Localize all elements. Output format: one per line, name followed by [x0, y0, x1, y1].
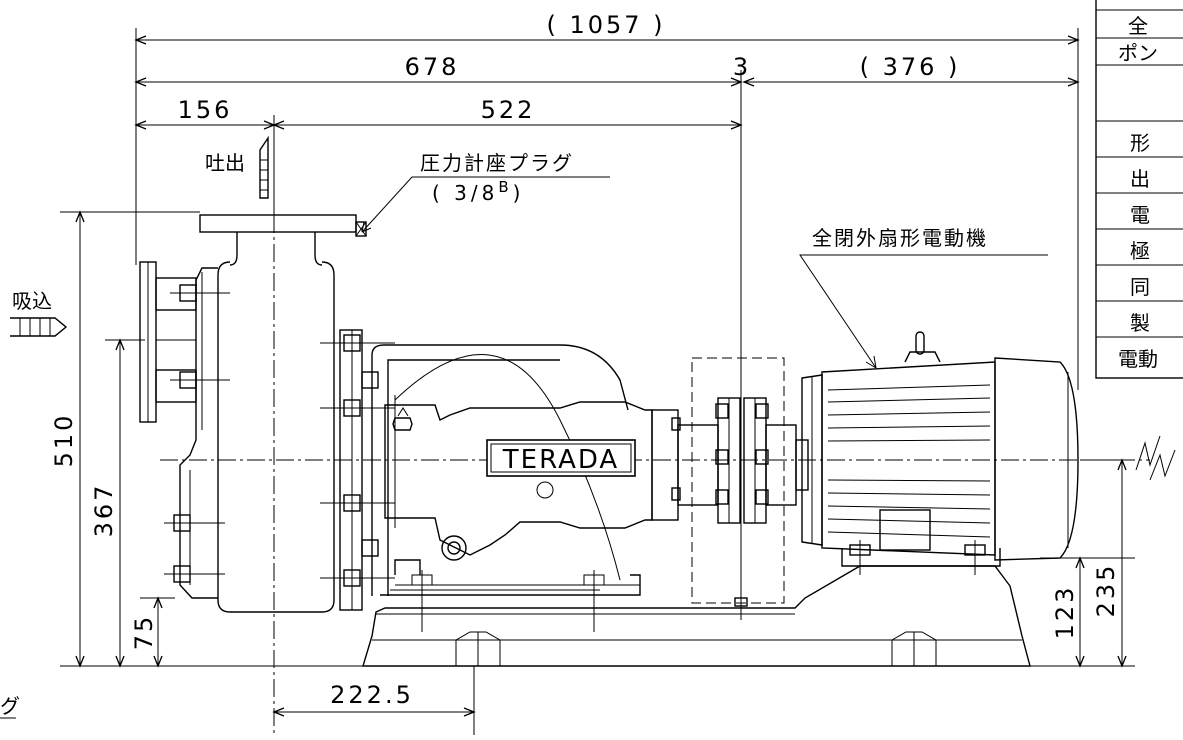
break-mark [1135, 435, 1161, 471]
brand-plate [486, 439, 636, 477]
dim-pump-section: 678 [134, 53, 743, 87]
spec-row-5: 電 [1130, 203, 1150, 227]
dim-suction-flange-height: 75 [130, 596, 163, 668]
dim-overall-length-text: ( 1057 ) [546, 11, 665, 39]
plug-size-text: ( 3/8B) [432, 178, 524, 205]
dim-motor-shaft-height: 235 [1092, 458, 1127, 668]
suction-label: 吸込 [12, 289, 52, 313]
motor-type-callout: 全閉外扇形電動機 [799, 226, 1048, 369]
pressure-gauge-plug-text: 圧力計座プラグ [420, 151, 574, 175]
dim-total-height: 510 [50, 210, 85, 668]
cut-label-fragment: グ [0, 694, 20, 718]
dim-shaft-height-text: 367 [90, 483, 118, 538]
suction-label-text: 吸込 [12, 289, 52, 313]
dim-motor-shaft-height-text: 235 [1092, 563, 1120, 618]
dim-pump-to-coupling: 522 [272, 96, 743, 130]
dim-discharge-offset-text: 222.5 [330, 681, 414, 709]
dim-coupling-gap: 3 [722, 53, 751, 83]
casing-bolts [164, 284, 395, 587]
base-plate [362, 565, 1031, 667]
spec-row-9: 電動 [1118, 347, 1158, 371]
spec-row-4: 出 [1130, 167, 1150, 191]
dim-coupling-gap-text: 3 [733, 53, 751, 81]
center-lines [160, 215, 1150, 735]
dim-motor-base-height-text: 123 [1051, 585, 1079, 640]
spec-row-6: 極 [1130, 239, 1150, 263]
dim-total-height-text: 510 [50, 413, 78, 468]
pump-casing [10, 135, 395, 613]
dim-motor-section-text: ( 376 ) [860, 53, 961, 81]
dim-motor-base-height: 123 [1051, 556, 1085, 668]
discharge-label: 吐出 [205, 151, 245, 175]
dim-suction-offset: 156 [134, 96, 276, 130]
dim-pump-to-coupling-text: 522 [481, 96, 536, 124]
dim-suction-flange-height-text: 75 [130, 614, 158, 651]
spec-row-1: ポン [1118, 41, 1158, 65]
dim-discharge-offset: 222.5 [272, 681, 476, 717]
brand-text: TERADA [502, 445, 619, 475]
spec-row-0: 全 [1128, 14, 1148, 38]
spec-row-8: 製 [1130, 311, 1150, 335]
dim-pump-section-text: 678 [405, 53, 460, 81]
spec-row-3: 形 [1130, 131, 1150, 155]
spec-table: 全 ポン 形 出 電 極 同 製 電動 [1095, 0, 1183, 379]
dim-suction-offset-text: 156 [178, 96, 233, 124]
motor [801, 331, 1079, 575]
spec-row-7: 同 [1130, 275, 1150, 299]
dim-shaft-height: 367 [90, 338, 125, 668]
motor-type-text: 全閉外扇形電動機 [812, 226, 988, 250]
dim-overall-length: ( 1057 ) [134, 11, 1080, 45]
dim-motor-section: ( 376 ) [742, 53, 1080, 87]
discharge-label-text: 吐出 [205, 151, 245, 175]
bearing-housing: TERADA [384, 395, 653, 561]
bearing-bracket [371, 344, 641, 632]
pressure-gauge-callout: 圧力計座プラグ ( 3/8B) [361, 151, 610, 233]
coupling [651, 357, 809, 607]
